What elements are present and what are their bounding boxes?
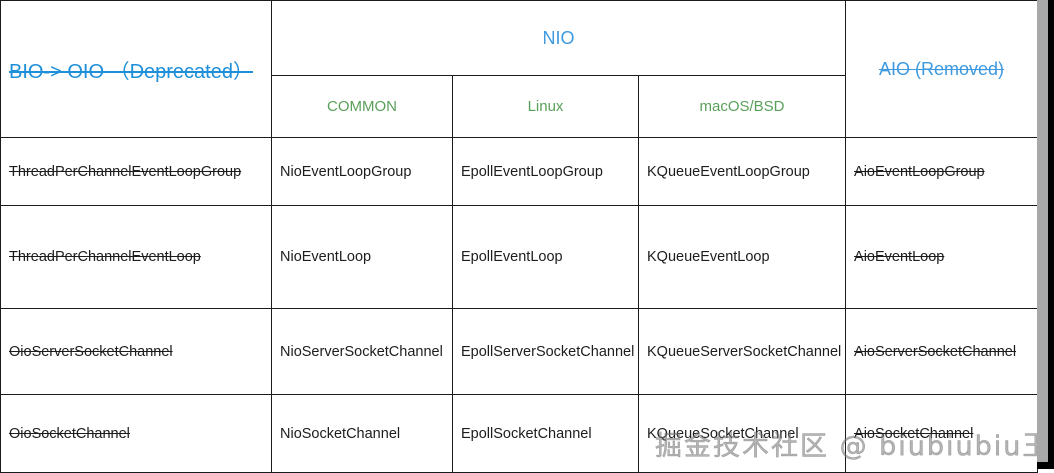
subheader-linux: Linux [452,75,639,138]
cell-linux-eventloopgroup: EpollEventLoopGroup [452,137,639,206]
cell-bio-eventloopgroup: ThreadPerChannelEventLoopGroup [0,137,272,206]
cell-common-socketchannel: NioSocketChannel [271,394,453,473]
cell-linux-eventloop: EpollEventLoop [452,205,639,309]
cell-macos-serversocketchannel: KQueueServerSocketChannel [637,308,847,395]
table-row: ThreadPerChannelEventLoopGroup NioEventL… [0,137,1039,206]
cell-bio-socketchannel: OioSocketChannel [0,394,272,473]
table-header: BIO-> OIO （Deprecated） NIO AIO (Removed)… [0,0,1039,138]
vertical-scrollbar-track[interactable] [1037,0,1054,469]
cell-macos-eventloop: KQueueEventLoop [637,205,847,309]
cell-aio-eventloopgroup: AioEventLoopGroup [845,137,1039,206]
cell-common-serversocketchannel: NioServerSocketChannel [271,308,453,395]
header-row-sub: COMMON Linux macOS/BSD [1,75,1038,138]
cell-linux-socketchannel: EpollSocketChannel [452,394,639,473]
cell-aio-eventloop: AioEventLoop [845,205,1039,309]
header-bio-oio-deprecated: BIO-> OIO （Deprecated） [0,0,272,138]
table-row: OioServerSocketChannel NioServerSocketCh… [0,308,1039,395]
cell-common-eventloopgroup: NioEventLoopGroup [271,137,453,206]
cell-macos-eventloopgroup: KQueueEventLoopGroup [637,137,847,206]
cell-aio-socketchannel: AioSocketChannel [845,394,1039,473]
table-row: ThreadPerChannelEventLoop NioEventLoop E… [0,205,1039,309]
vertical-scrollbar-thumb[interactable] [1037,0,1048,462]
cell-macos-socketchannel: KQueueSocketChannel [637,394,847,473]
cell-linux-serversocketchannel: EpollServerSocketChannel [452,308,639,395]
header-aio-removed: AIO (Removed) [845,0,1039,138]
subheader-macos-bsd: macOS/BSD [637,75,847,138]
subheader-common: COMMON [271,75,453,138]
table-body: ThreadPerChannelEventLoopGroup NioEventL… [0,137,1039,473]
cell-bio-serversocketchannel: OioServerSocketChannel [0,308,272,395]
header-nio: NIO [270,0,847,76]
cell-common-eventloop: NioEventLoop [271,205,453,309]
cell-bio-eventloop: ThreadPerChannelEventLoop [0,205,272,309]
cell-aio-serversocketchannel: AioServerSocketChannel [845,308,1039,395]
table-row: OioSocketChannel NioSocketChannel EpollS… [0,394,1039,473]
header-row-top: BIO-> OIO （Deprecated） NIO AIO (Removed) [0,0,1039,138]
